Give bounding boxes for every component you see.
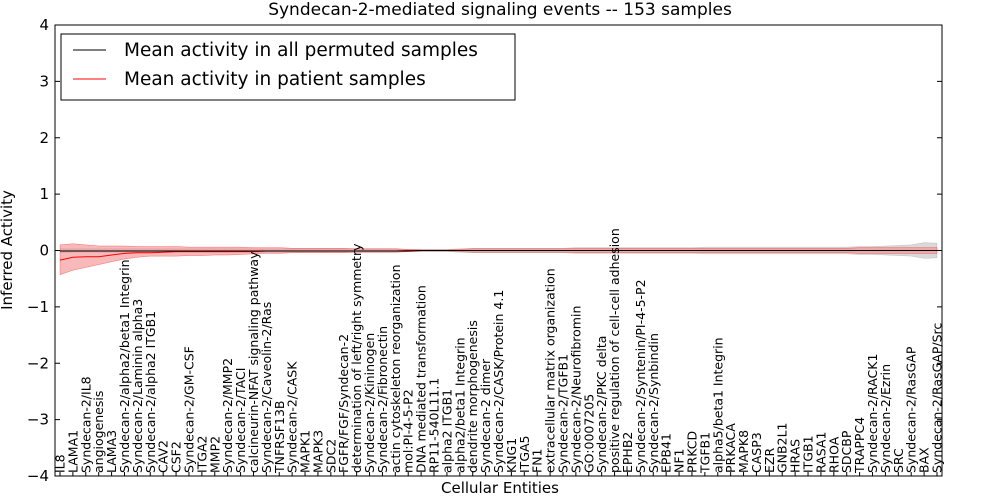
x-tick-label: calcineurin-NFAT signaling pathway bbox=[246, 251, 261, 473]
x-tick-label: mol:PI-4-5-P2 bbox=[401, 389, 416, 473]
x-tick-label: CSF2 bbox=[169, 441, 184, 473]
x-tick-label: GNB2L1 bbox=[775, 423, 790, 473]
x-tick-label: ITGA2 bbox=[194, 435, 209, 473]
x-tick-label: RHOA bbox=[826, 436, 841, 473]
y-tick-label: 4 bbox=[39, 16, 49, 34]
x-tick-label: EPB41 bbox=[659, 433, 674, 473]
x-tick-label: Syndecan-2/Laminin alpha3 bbox=[130, 299, 145, 473]
x-tick-label: LAMA1 bbox=[65, 430, 80, 473]
x-tick-label: FGFR/FGF/Syndecan-2 bbox=[336, 334, 351, 473]
y-axis: −4 −3 −2 −1 0 1 2 3 4 bbox=[27, 16, 942, 485]
x-tick-label: TNFRSF13B bbox=[272, 401, 287, 474]
x-tick-label: EPHB2 bbox=[620, 432, 635, 473]
x-tick-label: actin cytoskeleton reorganization bbox=[388, 264, 403, 473]
x-tick-label: Syndecan-2/Ezrin bbox=[878, 364, 893, 473]
x-tick-label: PRKACA bbox=[723, 423, 738, 473]
x-tick-label: Syndecan-2/CASK/Protein 4.1 bbox=[491, 290, 506, 473]
x-tick-label: MMP2 bbox=[207, 436, 222, 473]
y-tick-label: 0 bbox=[39, 242, 49, 260]
x-tick-label: Syndecan-2/IL8 bbox=[78, 376, 93, 473]
x-tick-label: Syndecan-2/RasGAP bbox=[904, 346, 919, 473]
x-tick-label: Syndecan-2/MMP2 bbox=[220, 358, 235, 473]
x-tick-label: ITGA5 bbox=[517, 435, 532, 473]
legend: Mean activity in all permuted samplesMea… bbox=[60, 33, 516, 101]
x-tick-label: CAV2 bbox=[156, 440, 171, 473]
y-tick-label: 1 bbox=[39, 185, 49, 203]
x-tick-label: KNG1 bbox=[504, 438, 519, 473]
y-tick-label: 2 bbox=[39, 129, 49, 147]
x-tick-label: MAPK8 bbox=[736, 430, 751, 473]
x-tick-label: dendrite morphogenesis bbox=[465, 320, 480, 473]
x-tick-label: Syndecan-2/CASK bbox=[285, 361, 300, 473]
x-tick-label: GO:0007205 bbox=[581, 394, 596, 473]
x-tick-label: Syndecan-2/Caveolin-2/Ras bbox=[259, 302, 274, 473]
legend-entry-permuted-label: Mean activity in all permuted samples bbox=[124, 40, 478, 61]
y-tick-label: −2 bbox=[27, 354, 49, 372]
x-tick-label: ITGB1 bbox=[801, 435, 816, 473]
x-tick-label: Syndecan-2/Synbindin bbox=[646, 333, 661, 473]
bands-layer bbox=[59, 242, 938, 276]
x-tick-label: Syndecan-2/alpha2/beta1 Integrin bbox=[117, 259, 132, 473]
x-tick-label: Syndecan-2/PKC delta bbox=[594, 336, 609, 473]
y-tick-label: −1 bbox=[27, 298, 49, 316]
x-tick-label: IL8 bbox=[53, 454, 68, 473]
x-tick-label: FN1 bbox=[530, 449, 545, 474]
x-tick-label: BAX bbox=[917, 447, 932, 473]
x-tick-label: alpha2 ITGB1 bbox=[439, 389, 454, 473]
x-tick-label: angiogenesis bbox=[91, 391, 106, 473]
x-tick-label: SDC2 bbox=[323, 439, 338, 473]
x-tick-label: Syndecan-2/TGFB1 bbox=[555, 354, 570, 473]
x-tick-label: Syndecan-2/Syntenin/PI-4-5-P2 bbox=[633, 279, 648, 473]
x-tick-label: MAPK3 bbox=[310, 430, 325, 473]
x-tick-label: Syndecan-2/Neurofibromin bbox=[568, 306, 583, 473]
x-tick-label: MAPK1 bbox=[298, 430, 313, 473]
x-axis-label: Cellular Entities bbox=[441, 479, 559, 497]
x-tick-label: LAMA3 bbox=[104, 430, 119, 473]
legend-entry-patient-label: Mean activity in patient samples bbox=[124, 69, 426, 90]
x-tick-label: PRKCD bbox=[684, 431, 699, 473]
x-tick-label: RP11-540L11.1 bbox=[427, 378, 442, 473]
x-axis: IL8LAMA1Syndecan-2/IL8angiogenesisLAMA3S… bbox=[53, 228, 945, 476]
x-tick-label: alpha2/beta1 Integrin bbox=[452, 337, 467, 473]
x-tick-label: EZR bbox=[762, 448, 777, 473]
x-tick-label: CASP3 bbox=[749, 432, 764, 473]
x-tick-label: NF1 bbox=[672, 449, 687, 474]
y-tick-label: 3 bbox=[39, 72, 49, 90]
permuted-mean-line bbox=[60, 250, 937, 252]
x-tick-label: Syndecan-2/RACK1 bbox=[865, 354, 880, 473]
x-tick-label: Syndecan-2/RasGAP/Src bbox=[930, 323, 945, 473]
x-tick-label: Syndecan-2/TACI bbox=[233, 368, 248, 473]
y-axis-label: Inferred Activity bbox=[0, 190, 16, 310]
x-tick-label: HRAS bbox=[788, 439, 803, 473]
x-tick-label: Syndecan-2/GM-CSF bbox=[181, 346, 196, 473]
x-tick-label: SRC bbox=[891, 448, 906, 473]
x-tick-label: TRAPPC4 bbox=[852, 417, 867, 474]
x-tick-label: Syndecan-2/Fibronectin bbox=[375, 326, 390, 473]
x-tick-label: SDCBP bbox=[839, 430, 854, 473]
legend-box bbox=[60, 33, 516, 101]
x-tick-label: RASA1 bbox=[813, 432, 828, 473]
chart-title: Syndecan-2-mediated signaling events -- … bbox=[268, 0, 732, 20]
y-tick-label: −3 bbox=[27, 411, 49, 429]
x-tick-label: Syndecan-2/Kininogen bbox=[362, 333, 377, 473]
y-tick-label: −4 bbox=[27, 467, 49, 485]
x-tick-label: extracellular matrix organization bbox=[543, 268, 558, 473]
x-tick-label: DNA mediated transformation bbox=[414, 285, 429, 473]
x-tick-label: determination of left/right symmetry bbox=[349, 243, 364, 473]
x-tick-label: Syndecan-2 dimer bbox=[478, 358, 493, 473]
x-tick-label: positive regulation of cell-cell adhesio… bbox=[607, 228, 622, 473]
lines-layer bbox=[59, 250, 937, 261]
x-tick-label: alpha5/beta1 Integrin bbox=[710, 337, 725, 473]
x-tick-label: TGFB1 bbox=[697, 432, 712, 474]
x-tick-label: Syndecan-2/alpha2 ITGB1 bbox=[143, 311, 158, 473]
